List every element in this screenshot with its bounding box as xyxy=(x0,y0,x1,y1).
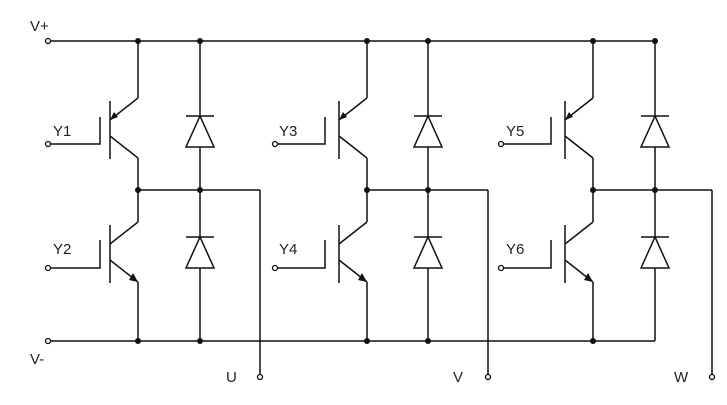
gate-y3-terminal xyxy=(271,140,279,148)
output-v-terminal xyxy=(484,373,492,381)
gate-y4-terminal xyxy=(271,264,279,272)
output-w-terminal xyxy=(708,373,716,381)
diode-lower-leg-u xyxy=(184,190,216,341)
negative-rail-label: V- xyxy=(30,351,44,368)
inverter-leg-u: Y1 Y2 U xyxy=(44,38,264,386)
diode-lower-leg-v xyxy=(412,190,444,341)
diode-upper-leg-w xyxy=(639,41,671,190)
diode-upper-leg-u xyxy=(184,41,216,190)
output-u-label: U xyxy=(226,369,237,386)
emitter-arrow-icon xyxy=(358,273,367,282)
gate-y1-label: Y1 xyxy=(53,123,71,140)
transistor-y5: Y5 xyxy=(497,41,594,190)
diode-lower-leg-w xyxy=(639,190,671,341)
transistor-y4: Y4 xyxy=(271,190,368,341)
inverter-leg-v: Y3 Y4 V xyxy=(271,38,492,386)
emitter-arrow-icon xyxy=(129,273,138,282)
output-u-terminal xyxy=(256,373,264,381)
transistor-y2: Y2 xyxy=(44,190,139,341)
transistor-y1: Y1 xyxy=(44,41,139,190)
output-v-label: V xyxy=(453,369,463,386)
gate-y3-label: Y3 xyxy=(279,123,297,140)
emitter-arrow-icon xyxy=(584,273,593,282)
diode-upper-leg-v xyxy=(412,41,444,190)
gate-y1-terminal xyxy=(44,140,52,148)
transistor-y6: Y6 xyxy=(497,190,594,341)
gate-y2-terminal xyxy=(44,264,52,272)
emitter-arrow-icon xyxy=(339,112,347,120)
gate-y5-terminal xyxy=(497,140,505,148)
positive-rail-terminal xyxy=(44,37,52,45)
negative-rail: V- xyxy=(30,337,655,368)
gate-y6-terminal xyxy=(497,264,505,272)
inverter-leg-w: Y5 Y6 W xyxy=(497,38,716,386)
gate-y4-label: Y4 xyxy=(279,241,297,258)
gate-y6-label: Y6 xyxy=(506,241,524,258)
negative-rail-terminal xyxy=(44,337,52,345)
gate-y2-label: Y2 xyxy=(53,241,71,258)
emitter-arrow-icon xyxy=(565,112,573,120)
positive-rail-label: V+ xyxy=(30,18,49,35)
emitter-arrow-icon xyxy=(110,112,118,120)
gate-y5-label: Y5 xyxy=(506,123,524,140)
transistor-y3: Y3 xyxy=(271,41,368,190)
positive-rail: V+ xyxy=(30,18,655,45)
output-w-label: W xyxy=(674,369,689,386)
